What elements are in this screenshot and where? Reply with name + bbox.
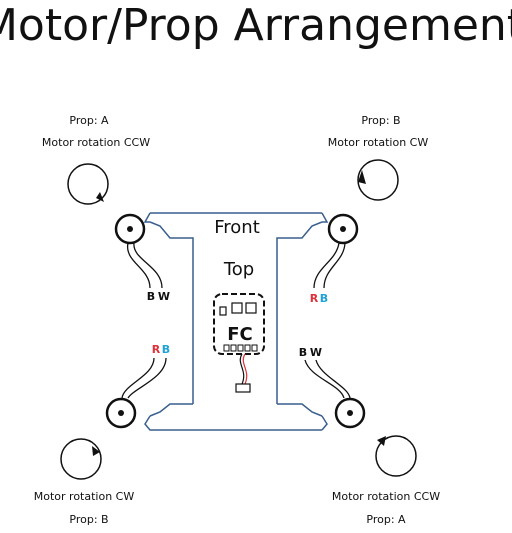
- rear-left-rotation-cw-icon: [60, 438, 102, 480]
- top-label: Top: [223, 259, 254, 280]
- front-left-rotation-ccw-icon: [67, 163, 109, 205]
- front-right-prop-label: Prop: B: [361, 114, 400, 127]
- rear-right-motor-icon: [334, 397, 366, 429]
- rear-left-motor-wires: [121, 357, 167, 399]
- rear-right-wire-a: B: [299, 346, 307, 359]
- rear-left-rotation-label: Motor rotation CW: [34, 490, 135, 503]
- rear-right-wire-b: W: [310, 346, 322, 359]
- page-title: Motor/Prop Arrangement: [0, 0, 512, 51]
- rear-left-motor-icon: [105, 397, 137, 429]
- rear-left-wire-b: B: [162, 343, 170, 356]
- front-left-rotation-label: Motor rotation CCW: [42, 136, 150, 149]
- front-left-prop-label: Prop: A: [69, 114, 109, 127]
- front-right-motor-icon: [327, 213, 359, 245]
- front-right-wire-a: R: [310, 292, 319, 305]
- rear-right-prop-label: Prop: A: [366, 513, 406, 526]
- front-right-motor-wires: [313, 242, 346, 289]
- fc-connector-cable: [235, 353, 251, 393]
- rear-right-rotation-ccw-icon: [375, 435, 417, 477]
- front-right-rotation-cw-icon: [357, 159, 399, 201]
- rear-right-motor-wires: [304, 359, 351, 399]
- front-label: Front: [214, 217, 260, 238]
- flight-controller: FC: [213, 293, 265, 355]
- rear-left-prop-label: Prop: B: [69, 513, 108, 526]
- front-left-wire-a: B: [147, 290, 155, 303]
- front-left-motor-wires: [127, 242, 163, 289]
- frame-outline: [143, 212, 329, 431]
- rear-left-wire-a: R: [152, 343, 161, 356]
- front-right-rotation-label: Motor rotation CW: [328, 136, 429, 149]
- front-left-motor-icon: [114, 213, 146, 245]
- front-left-wire-b: W: [158, 290, 170, 303]
- fc-label: FC: [227, 324, 253, 345]
- rear-right-rotation-label: Motor rotation CCW: [332, 490, 440, 503]
- front-right-wire-b: B: [320, 292, 328, 305]
